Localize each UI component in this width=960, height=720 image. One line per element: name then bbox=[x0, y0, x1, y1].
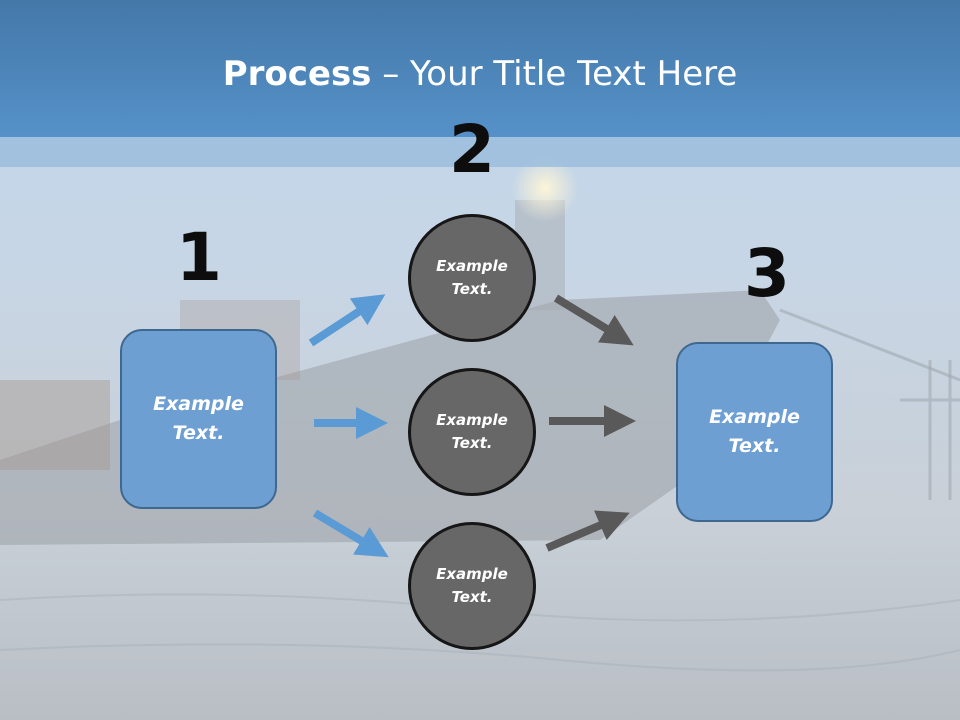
step-2-circle-bottom: Example Text. bbox=[408, 522, 536, 650]
step-2-circle-top: Example Text. bbox=[408, 214, 536, 342]
step-1-text: Example Text. bbox=[153, 393, 244, 444]
title-strip bbox=[0, 137, 960, 167]
title-rest: – Your Title Text Here bbox=[371, 54, 738, 94]
step-number-3: 3 bbox=[744, 235, 790, 312]
arrow-1-to-bottom bbox=[312, 509, 389, 558]
circle-bottom-text: Example Text. bbox=[436, 565, 508, 606]
circle-top-text: Example Text. bbox=[436, 257, 508, 298]
arrow-bottom-to-3 bbox=[545, 510, 630, 552]
step-3-text: Example Text. bbox=[709, 406, 800, 457]
slide-title: Process – Your Title Text Here bbox=[0, 52, 960, 96]
step-number-2: 2 bbox=[449, 111, 495, 188]
circle-middle-text: Example Text. bbox=[436, 411, 508, 452]
title-bold: Process bbox=[222, 54, 372, 94]
step-3-box: Example Text. bbox=[676, 342, 833, 522]
step-2-circle-middle: Example Text. bbox=[408, 368, 536, 496]
arrow-top-to-3 bbox=[553, 294, 634, 346]
title-bar bbox=[0, 0, 960, 137]
arrow-1-to-top bbox=[308, 294, 386, 347]
step-1-box: Example Text. bbox=[120, 329, 277, 509]
step-number-1: 1 bbox=[176, 219, 222, 296]
